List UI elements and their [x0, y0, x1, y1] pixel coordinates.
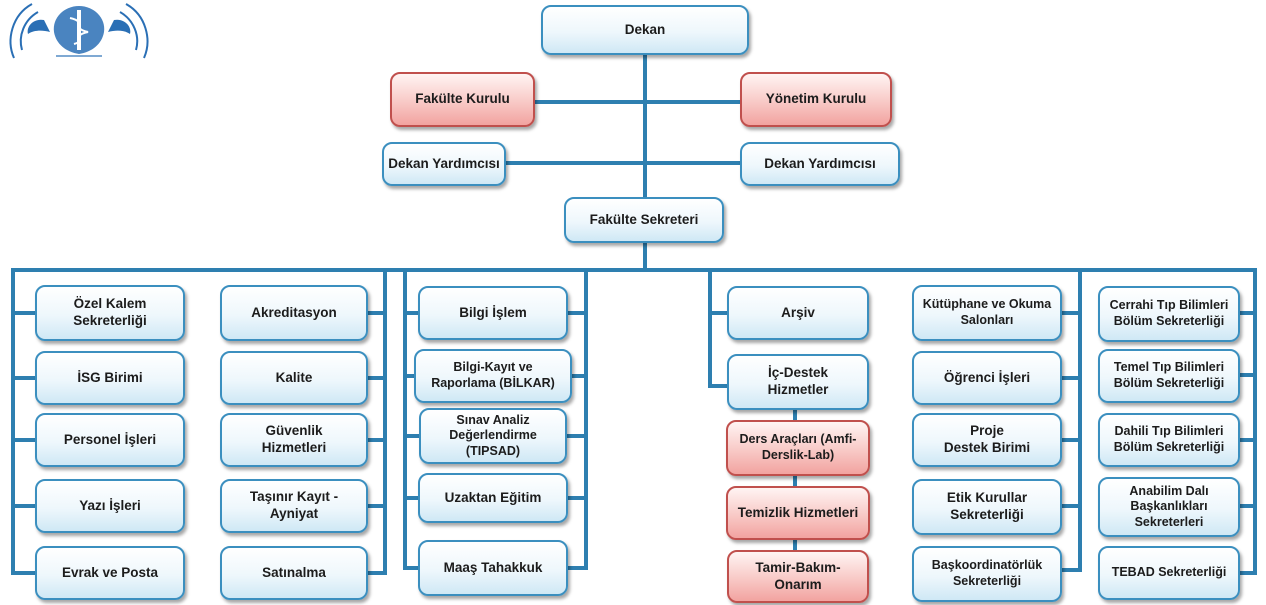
node-isg-birimi[interactable]: İSG Birimi: [35, 351, 185, 405]
node-temizlik[interactable]: Temizlik Hizmetleri: [726, 486, 870, 540]
node-bilkar[interactable]: Bilgi-Kayıt ve Raporlama (BİLKAR): [414, 349, 572, 403]
node-proje-destek[interactable]: Proje Destek Birimi: [912, 413, 1062, 467]
node-uzaktan-egitim[interactable]: Uzaktan Eğitim: [418, 473, 568, 523]
node-ic-destek[interactable]: İç-Destek Hizmetler: [727, 354, 869, 410]
node-temel-tip[interactable]: Temel Tıp Bilimleri Bölüm Sekreterliği: [1098, 349, 1240, 403]
node-cerrahi-tip[interactable]: Cerrahi Tıp Bilimleri Bölüm Sekreterliği: [1098, 286, 1240, 342]
node-fakulte-kurulu[interactable]: Fakülte Kurulu: [390, 72, 535, 127]
node-arsiv[interactable]: Arşiv: [727, 286, 869, 340]
node-baskoordinatorluk[interactable]: Başkoordinatörlük Sekreterliği: [912, 546, 1062, 602]
node-tebad[interactable]: TEBAD Sekreterliği: [1098, 546, 1240, 600]
node-kalite[interactable]: Kalite: [220, 351, 368, 405]
node-fakulte-sekreteri[interactable]: Fakülte Sekreteri: [564, 197, 724, 243]
node-guvenlik[interactable]: Güvenlik Hizmetleri: [220, 413, 368, 467]
node-anabilim-dali[interactable]: Anabilim Dalı Başkanlıkları Sekreterleri: [1098, 477, 1240, 537]
node-satinalma[interactable]: Satınalma: [220, 546, 368, 600]
node-evrak-posta[interactable]: Evrak ve Posta: [35, 546, 185, 600]
university-seal-icon: [9, 3, 149, 59]
node-maas-tahakkuk[interactable]: Maaş Tahakkuk: [418, 540, 568, 596]
node-ogrenci-isleri[interactable]: Öğrenci İşleri: [912, 351, 1062, 405]
node-etik-kurullar[interactable]: Etik Kurullar Sekreterliği: [912, 479, 1062, 535]
node-tipsad[interactable]: Sınav Analiz Değerlendirme (TIPSAD): [419, 408, 567, 464]
node-dekan[interactable]: Dekan: [541, 5, 749, 55]
node-dekan-yardimcisi-right[interactable]: Dekan Yardımcısı: [740, 142, 900, 186]
node-yonetim-kurulu[interactable]: Yönetim Kurulu: [740, 72, 892, 127]
node-tamir[interactable]: Tamir-Bakım- Onarım: [727, 550, 869, 603]
node-ders-araclari[interactable]: Ders Araçları (Amfi- Derslik-Lab): [726, 420, 870, 476]
node-yazi-isleri[interactable]: Yazı İşleri: [35, 479, 185, 533]
node-personel-isleri[interactable]: Personel İşleri: [35, 413, 185, 467]
node-dahili-tip[interactable]: Dahili Tıp Bilimleri Bölüm Sekreterliği: [1098, 413, 1240, 467]
node-bilgi-islem[interactable]: Bilgi İşlem: [418, 286, 568, 340]
node-kutuphane[interactable]: Kütüphane ve Okuma Salonları: [912, 285, 1062, 341]
node-akreditasyon[interactable]: Akreditasyon: [220, 285, 368, 341]
node-ozel-kalem[interactable]: Özel Kalem Sekreterliği: [35, 285, 185, 341]
node-tasinir[interactable]: Taşınır Kayıt - Ayniyat: [220, 479, 368, 533]
node-dekan-yardimcisi-left[interactable]: Dekan Yardımcısı: [382, 142, 506, 186]
